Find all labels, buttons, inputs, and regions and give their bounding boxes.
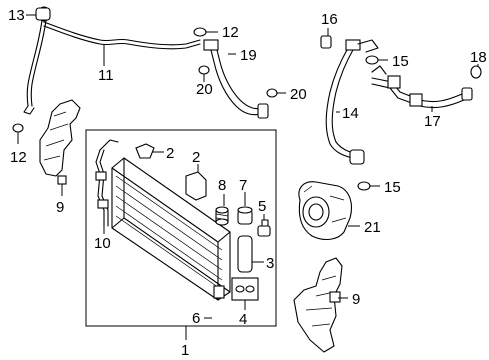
callout-10: 10	[94, 235, 111, 252]
callout-1: 1	[181, 342, 189, 359]
upper-bracket	[135, 143, 155, 159]
o-ring	[12, 123, 24, 133]
callout-9: 9	[56, 199, 64, 216]
condenser-frame	[85, 129, 277, 327]
callout-20: 20	[196, 81, 213, 98]
o-ring	[365, 55, 379, 65]
o-ring	[266, 88, 278, 98]
plug	[257, 219, 271, 237]
callout-15: 15	[384, 179, 401, 196]
callout-21: 21	[364, 219, 381, 236]
pipe-cap	[35, 7, 51, 21]
callout-19: 19	[240, 47, 257, 64]
callout-16: 16	[321, 11, 338, 28]
suction-hose	[203, 39, 269, 119]
callout-9: 9	[352, 291, 360, 308]
callout-12: 12	[10, 149, 27, 166]
callout-15: 15	[392, 53, 409, 70]
leader-lines	[17, 14, 479, 340]
condenser-bracket-left	[39, 99, 81, 185]
receiver-drier	[237, 235, 253, 273]
callout-20: 20	[290, 86, 307, 103]
service-valve-cap	[320, 35, 332, 49]
o-ring	[198, 65, 210, 75]
callout-13: 13	[8, 7, 25, 24]
high-pressure-pipe	[23, 6, 201, 115]
service-valve-cap	[470, 65, 482, 79]
callout-3: 3	[266, 255, 274, 272]
discharge-hose	[325, 39, 379, 165]
callout-12: 12	[222, 24, 239, 41]
callout-18: 18	[470, 49, 487, 66]
callout-8: 8	[218, 177, 226, 194]
callout-2: 2	[192, 149, 200, 166]
receiver-cap	[237, 206, 253, 225]
callout-2: 2	[166, 145, 174, 162]
compressor	[298, 181, 353, 241]
condenser-pipe	[95, 139, 119, 227]
callout-17: 17	[424, 113, 441, 130]
callout-4: 4	[239, 311, 247, 328]
callout-6: 6	[192, 310, 200, 327]
o-ring	[193, 27, 207, 37]
callout-5: 5	[258, 198, 266, 215]
callout-11: 11	[98, 67, 114, 84]
o-ring-kit	[231, 277, 259, 301]
low-pressure-pipe	[371, 65, 473, 109]
o-ring	[357, 181, 371, 191]
condenser-core	[111, 157, 231, 301]
condenser-bracket-right	[293, 257, 343, 353]
desiccant-spring	[215, 206, 229, 226]
callout-7: 7	[239, 177, 247, 194]
side-bracket	[185, 171, 207, 201]
callout-14: 14	[342, 105, 359, 122]
